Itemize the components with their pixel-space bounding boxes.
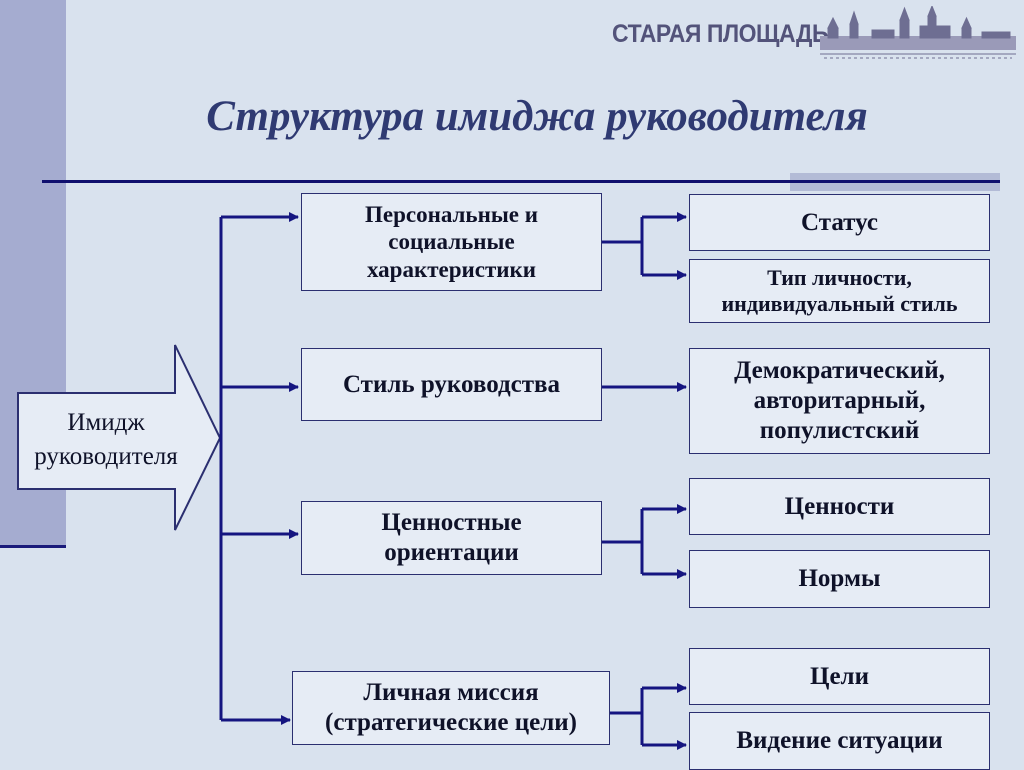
leaf-5-line1: Нормы: [798, 565, 881, 592]
leaf-6-line1: Цели: [810, 662, 869, 690]
branch-personal-social: Персональные и социальные характеристики: [301, 193, 602, 291]
branch-1-line3: характеристики: [366, 256, 537, 282]
root-arrow-shape: [17, 344, 222, 531]
leaf-1-line1: Статус: [801, 208, 878, 236]
leaf-2-line1: Тип личности,: [767, 264, 912, 290]
leaf-7-line1: Видение ситуации: [736, 727, 943, 754]
root-label-line2: руководителя: [34, 442, 178, 470]
leaf-norms: Нормы: [689, 550, 990, 608]
kremlin-skyline-icon: [820, 6, 1016, 59]
branch-value-orientations: Ценностные ориентации: [301, 501, 602, 575]
leaf-status: Статус: [689, 194, 990, 251]
leaf-goals: Цели: [689, 648, 990, 705]
leaf-values: Ценности: [689, 478, 990, 535]
branch-3-line2: ориентации: [384, 539, 519, 566]
leaf-3-line1: Демократический,: [734, 357, 945, 384]
leaf-2-line2: индивидуальный стиль: [721, 291, 958, 316]
branch-1-line2: социальные: [388, 229, 515, 255]
root-label-line1: Имидж: [67, 409, 145, 436]
leaf-3-line3: популистский: [759, 417, 920, 444]
branch-2-line1: Стиль руководства: [342, 370, 561, 398]
logo-text: СТАРАЯ ПЛОЩАДЬ: [612, 19, 829, 48]
leaf-personality-type: Тип личности, индивидуальный стиль: [689, 259, 990, 323]
leaf-3-line2: авторитарный,: [753, 387, 926, 414]
branch-4-line2: (стратегические цели): [325, 709, 577, 736]
page-title: Структура имиджа руководителя: [206, 93, 868, 140]
left-accent-rule: [0, 545, 66, 548]
branch-personal-mission: Личная миссия (стратегические цели): [292, 671, 610, 745]
root-node-label: Имидж руководителя: [16, 406, 196, 474]
logo: СТАРАЯ ПЛОЩАДЬ: [612, 6, 1016, 62]
branch-leadership-style: Стиль руководства: [301, 348, 602, 421]
leaf-leadership-styles: Демократический, авторитарный, популистс…: [689, 348, 990, 454]
header-rule: [42, 180, 1000, 183]
leaf-4-line1: Ценности: [784, 492, 895, 520]
branch-4-line1: Личная миссия: [363, 679, 539, 706]
branch-3-line1: Ценностные: [381, 509, 522, 536]
branch-1-line1: Персональные и: [364, 201, 539, 227]
leaf-situation-vision: Видение ситуации: [689, 712, 990, 770]
